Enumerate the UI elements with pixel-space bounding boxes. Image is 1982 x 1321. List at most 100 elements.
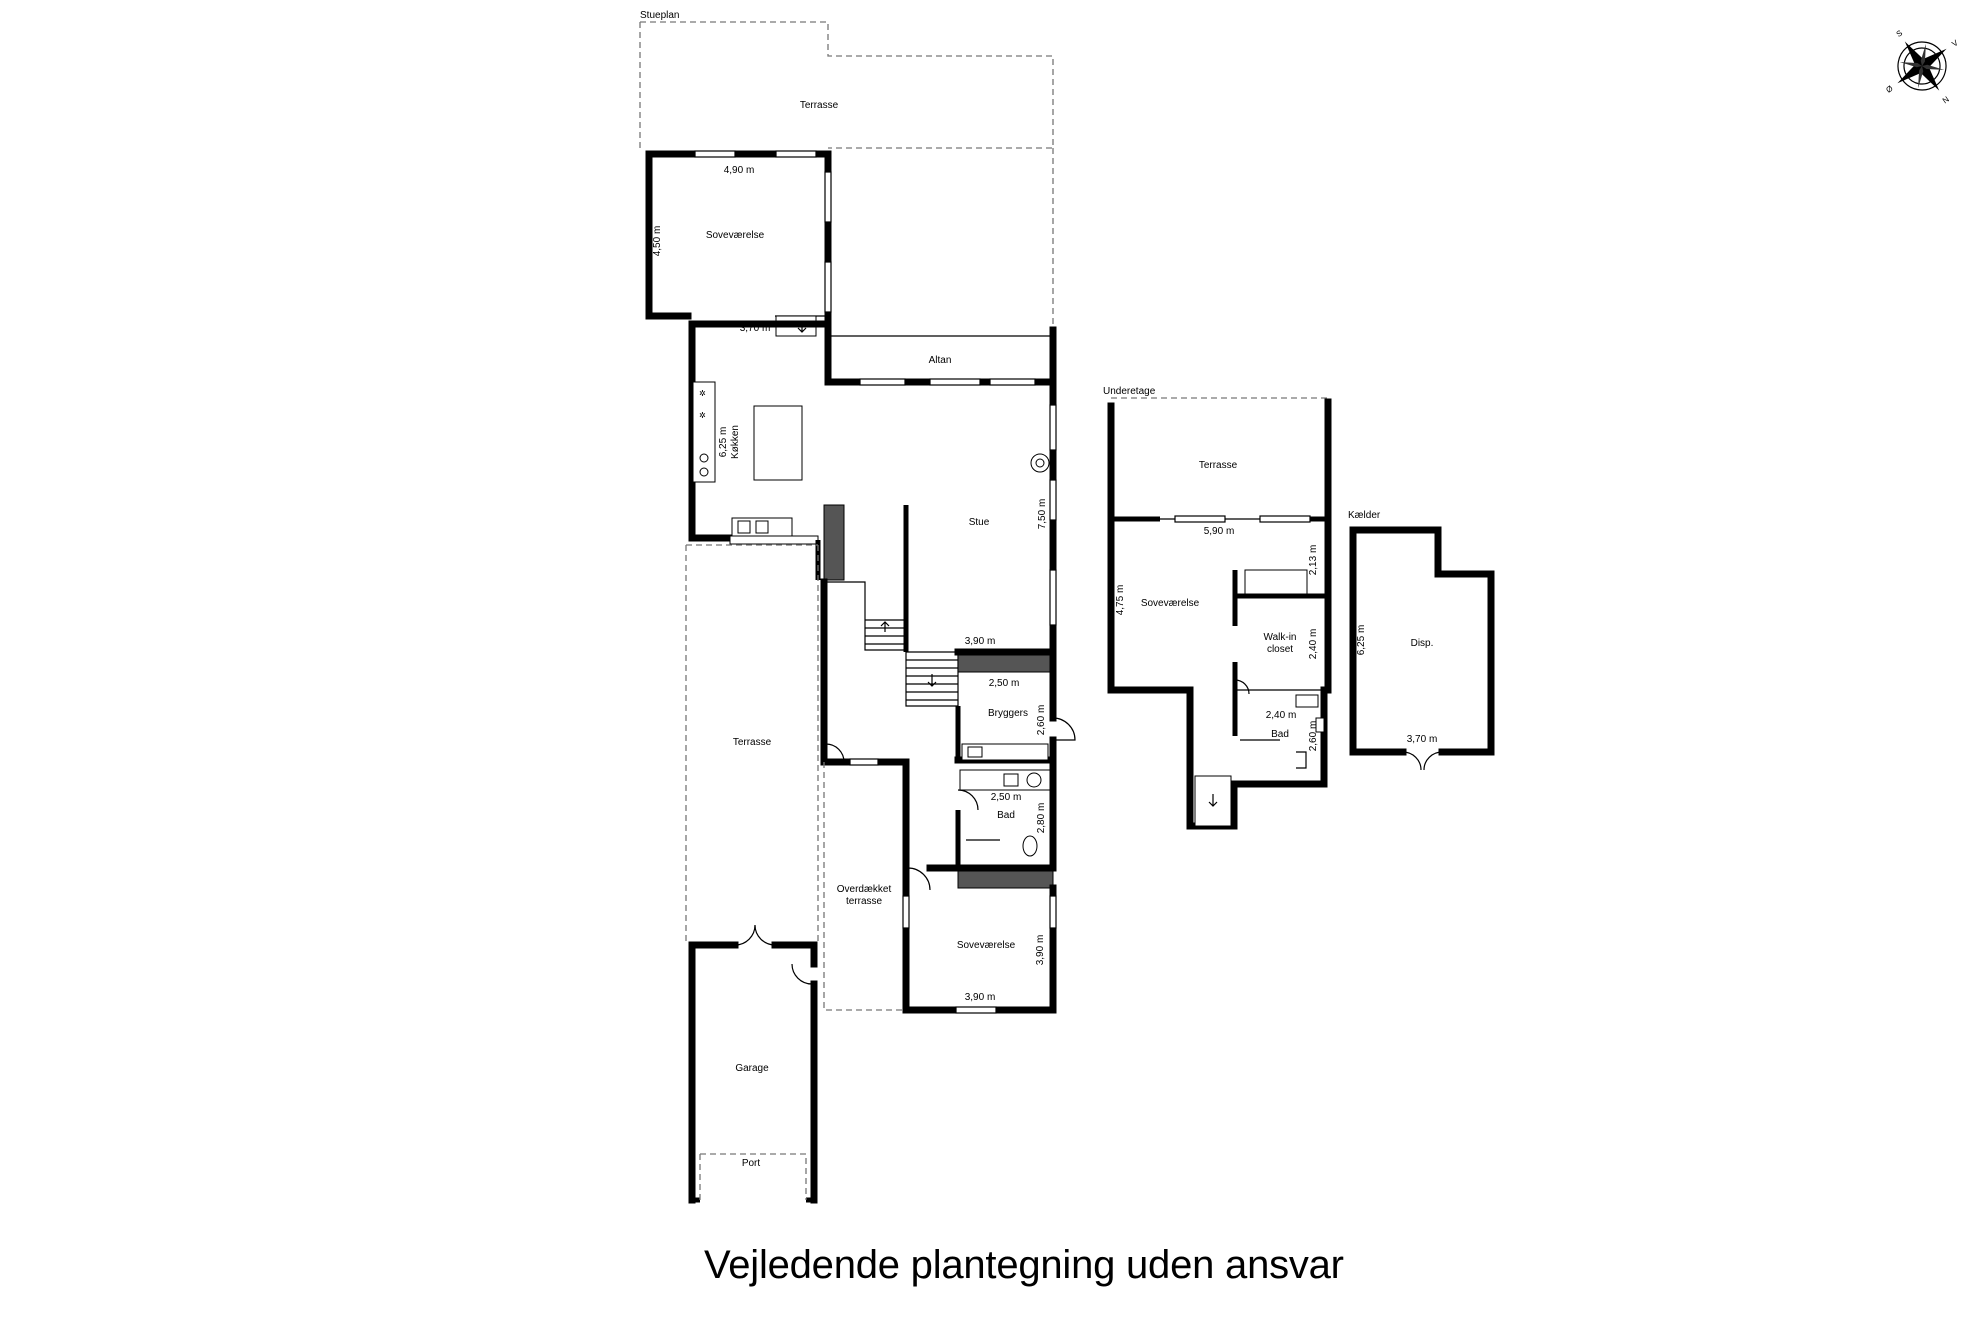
dim-bedroom-top-height: 4,50 m bbox=[652, 226, 663, 257]
window bbox=[775, 150, 817, 158]
window bbox=[1049, 569, 1057, 626]
compass-letter: S bbox=[1895, 28, 1905, 38]
bedroom-top-wall-left bbox=[645, 150, 692, 320]
basement-plan: Kælder 6,25 m Disp. 3,70 m bbox=[1348, 510, 1495, 771]
door-swing bbox=[1052, 717, 1076, 741]
garage-wall-top bbox=[688, 941, 818, 968]
dim-bedroom-bottom-width: 3,90 m bbox=[965, 992, 996, 1003]
bedroom-bottom-walls bbox=[902, 884, 1057, 1014]
door-swing bbox=[907, 867, 931, 891]
dim-bath-width: 2,50 m bbox=[991, 792, 1022, 803]
window bbox=[694, 150, 736, 158]
cooktop-icon: ✲ bbox=[699, 389, 706, 398]
cooktop-icon: ✲ bbox=[699, 411, 706, 420]
window bbox=[824, 171, 832, 223]
window bbox=[1049, 404, 1057, 451]
compass-letter: V bbox=[1950, 38, 1960, 49]
bedroom-top-wall-top bbox=[645, 150, 832, 340]
window bbox=[1049, 895, 1057, 929]
dim-utility-width: 2,50 m bbox=[989, 678, 1020, 689]
room-label-lower-bedroom: Soveværelse bbox=[1141, 598, 1200, 609]
window bbox=[1174, 515, 1226, 523]
dim-closet-top: 2,13 m bbox=[1308, 545, 1319, 576]
door-swing bbox=[1234, 679, 1250, 695]
stair-arrow bbox=[1208, 794, 1218, 807]
room-label-living: Stue bbox=[969, 517, 990, 528]
plan-caption: Vejledende plantegning uden ansvar bbox=[704, 1243, 1344, 1287]
fireplace-icon bbox=[1035, 458, 1045, 468]
compass-letter: N bbox=[1941, 95, 1951, 106]
dim-bedroom-top-width: 4,90 m bbox=[724, 165, 755, 176]
ground-floor-title: Stueplan bbox=[640, 10, 679, 21]
sink-icon bbox=[967, 746, 983, 758]
window bbox=[859, 378, 906, 386]
hob-icon bbox=[699, 467, 709, 477]
lower-floor-plan: Underetage Terrasse 5,90 m 2,13 m 4,75 m… bbox=[1103, 386, 1332, 830]
window bbox=[1259, 515, 1311, 523]
dim-utility-height: 2,60 m bbox=[1036, 705, 1047, 736]
bathtub-icon bbox=[1244, 569, 1308, 597]
double-door-swing bbox=[1402, 751, 1443, 771]
room-label-port: Port bbox=[742, 1158, 761, 1169]
room-label-lower-terrace: Terrasse bbox=[1199, 460, 1238, 471]
dim-lower-bath-height: 2,60 m bbox=[1308, 721, 1319, 752]
room-label-balcony: Altan bbox=[929, 355, 952, 366]
room-label-garage: Garage bbox=[735, 1063, 769, 1074]
room-label-kitchen: Køkken bbox=[730, 425, 741, 459]
double-door-swing bbox=[734, 924, 776, 946]
kitchen-wall-left bbox=[688, 320, 734, 542]
lower-floor-title: Underetage bbox=[1103, 386, 1156, 397]
dim-kitchen-top: 3,70 m bbox=[740, 323, 771, 334]
ground-floor-plan: Stueplan ✲ ✲ bbox=[639, 10, 1076, 1204]
dim-lower-bedroom-width: 5,90 m bbox=[1204, 526, 1235, 537]
room-label-covered-terrace-2: terrasse bbox=[846, 896, 883, 907]
utility-counter bbox=[961, 743, 1049, 761]
kitchen-island bbox=[753, 405, 803, 481]
room-label-walkin-1: Walk-in bbox=[1264, 632, 1297, 643]
room-label-bedroom-top: Soveværelse bbox=[706, 230, 765, 241]
stair-arrow bbox=[880, 621, 890, 632]
window bbox=[989, 378, 1036, 386]
towel-rail-icon bbox=[1315, 717, 1325, 733]
hob-icon bbox=[699, 453, 709, 463]
window bbox=[1049, 479, 1057, 521]
room-label-walkin-2: closet bbox=[1267, 644, 1293, 655]
terrace-left-outline bbox=[685, 544, 819, 943]
washer-icon bbox=[1026, 772, 1042, 788]
dim-walkin-height: 2,40 m bbox=[1308, 629, 1319, 660]
sink-icon bbox=[1295, 694, 1319, 708]
kitchen-counter bbox=[692, 381, 716, 483]
room-label-utility: Bryggers bbox=[988, 708, 1028, 719]
room-label-terrace-top: Terrasse bbox=[800, 100, 839, 111]
sink-icon bbox=[1003, 773, 1019, 787]
window bbox=[849, 758, 879, 766]
window bbox=[824, 261, 832, 313]
kitchen-window bbox=[729, 535, 819, 545]
dim-kitchen-height: 6,25 m bbox=[718, 427, 729, 458]
basement-title: Kælder bbox=[1348, 510, 1381, 521]
dim-lower-bath-width: 2,40 m bbox=[1266, 710, 1297, 721]
door-swing bbox=[957, 789, 979, 811]
window bbox=[929, 378, 981, 386]
door-swing bbox=[791, 963, 813, 985]
room-label-bath: Bad bbox=[997, 810, 1015, 821]
terrace-top-outline bbox=[639, 21, 1054, 149]
dim-basement-width: 3,70 m bbox=[1407, 734, 1438, 745]
sink-icon bbox=[755, 520, 769, 534]
dim-bedroom-bottom-height: 3,90 m bbox=[1035, 935, 1046, 966]
utility-walls bbox=[954, 648, 1057, 722]
dim-lower-bedroom-height: 4,75 m bbox=[1115, 585, 1126, 616]
sink-icon bbox=[737, 520, 751, 534]
toilet-icon bbox=[1022, 835, 1038, 857]
stair-arrow bbox=[927, 674, 937, 687]
chimney-block bbox=[823, 504, 845, 581]
basement-walls bbox=[1349, 526, 1495, 756]
toilet-icon bbox=[1296, 751, 1307, 769]
stair-outline bbox=[824, 581, 906, 651]
compass-rose-icon: S V N Ø bbox=[1884, 28, 1960, 106]
room-label-covered-terrace-1: Overdækket bbox=[837, 884, 892, 895]
window bbox=[955, 1006, 997, 1014]
dim-bath-height: 2,80 m bbox=[1036, 803, 1047, 834]
compass-letter: Ø bbox=[1884, 84, 1894, 95]
